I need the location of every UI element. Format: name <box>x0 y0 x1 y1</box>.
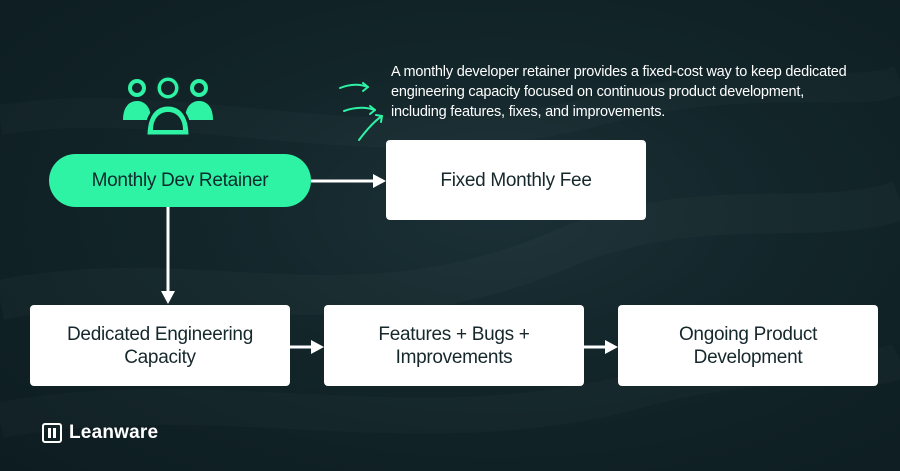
node-label: Features + Bugs + Improvements <box>378 323 530 368</box>
node-label: Fixed Monthly Fee <box>440 169 592 191</box>
accent-arrows-icon <box>339 82 383 141</box>
node-ongoing-product-development: Ongoing Product Development <box>618 305 878 386</box>
brand-logo: Leanware <box>42 422 158 444</box>
node-label: Dedicated Engineering Capacity <box>67 323 253 368</box>
brand-name: Leanware <box>69 422 159 443</box>
node-label: Ongoing Product Development <box>678 323 818 368</box>
leanware-logo-icon <box>42 423 62 443</box>
arrowhead-capacity <box>161 291 175 304</box>
arrowhead-fee <box>373 174 386 188</box>
node-fixed-monthly-fee: Fixed Monthly Fee <box>386 140 646 220</box>
node-features-bugs-improvements: Features + Bugs + Improvements <box>324 305 584 386</box>
arrowhead-development <box>605 340 618 354</box>
description-text: A monthly developer retainer provides a … <box>391 63 847 120</box>
node-monthly-dev-retainer: Monthly Dev Retainer <box>49 154 311 207</box>
people-icon <box>123 74 213 138</box>
node-dedicated-engineering-capacity: Dedicated Engineering Capacity <box>30 305 290 386</box>
arrowhead-features <box>311 340 324 354</box>
node-label: Monthly Dev Retainer <box>91 169 269 191</box>
